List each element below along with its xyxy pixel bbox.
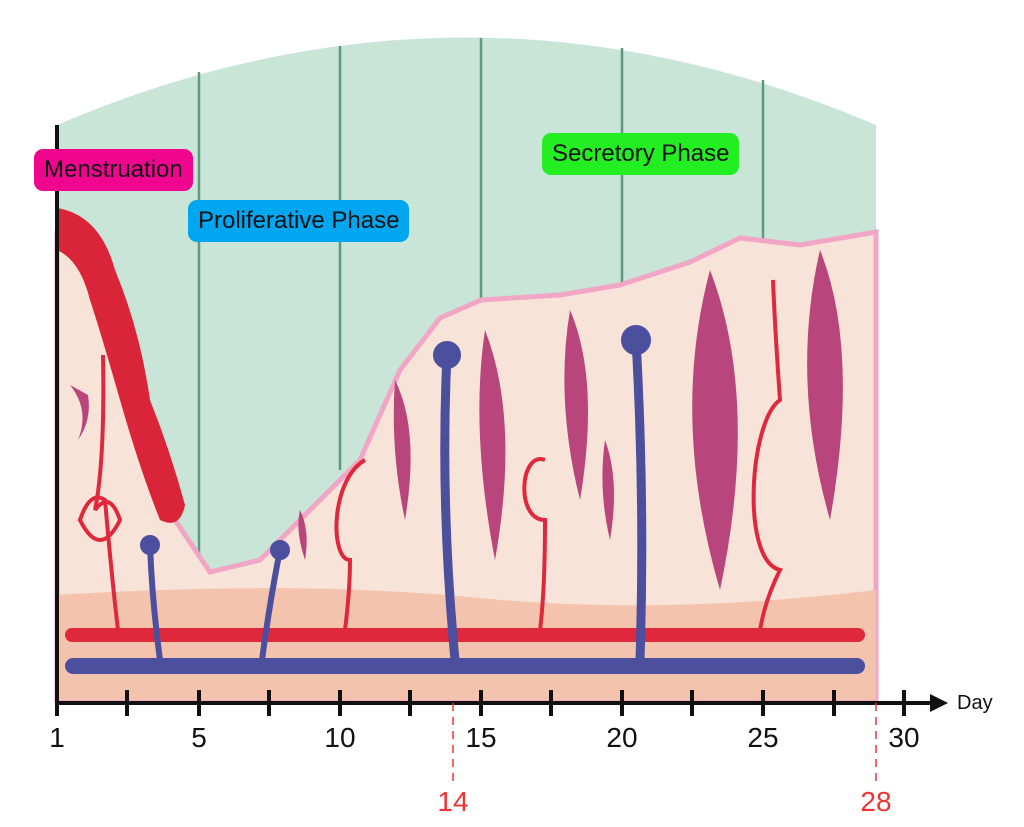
day-markers [452, 703, 877, 785]
menstruation-label: Menstruation [34, 149, 193, 191]
uterine-glands [70, 250, 843, 590]
tick-label: 30 [888, 722, 920, 753]
axis-label-day: Day [957, 692, 993, 714]
tick-label: 5 [191, 722, 207, 753]
tick-label: 25 [747, 722, 779, 753]
veins [140, 325, 651, 661]
axis-arrow-icon [930, 694, 948, 712]
tick-label: 15 [465, 722, 497, 753]
cycle-end-day-marker: 28 [860, 786, 892, 817]
spiral-arteries [77, 279, 783, 631]
ovulation-day-marker: 14 [437, 786, 469, 817]
proliferative-phase-label: Proliferative Phase [188, 200, 410, 242]
tick-label: 20 [606, 722, 638, 753]
tick-label: 10 [324, 722, 356, 753]
menstrual-blood [57, 208, 185, 523]
secretory-phase-label: Secretory Phase [542, 133, 740, 175]
endometrium-functional-layer [54, 229, 879, 703]
axes [55, 125, 935, 716]
endometrium-basal-layer [57, 588, 876, 700]
radial-artery [65, 628, 865, 642]
basal-vein [65, 658, 865, 674]
tick-label: 1 [49, 722, 65, 753]
